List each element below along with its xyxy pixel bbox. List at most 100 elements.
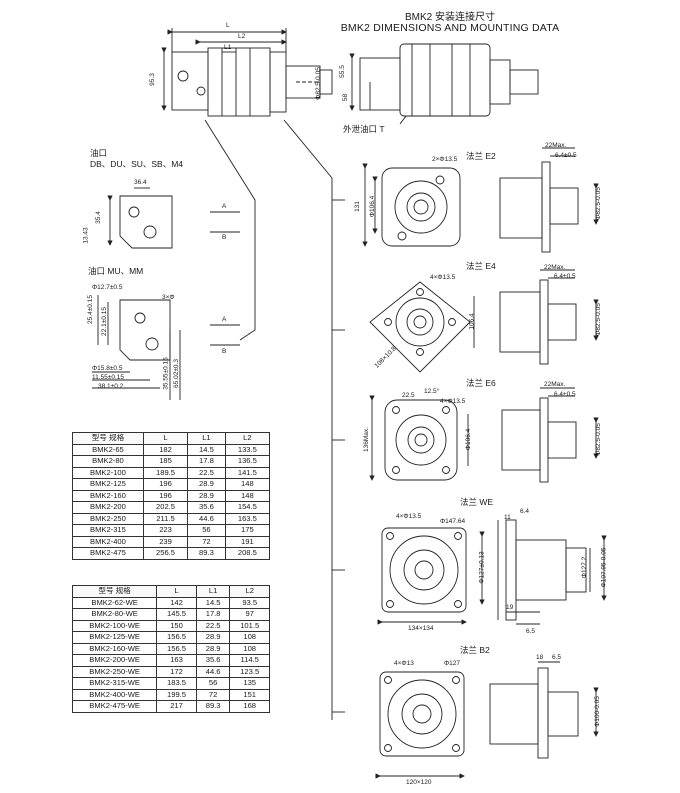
ports-2-mark: 3×Φ <box>162 294 175 301</box>
flange-e4-dim-2: 6.4±0.5 <box>554 273 576 280</box>
flange-we-holes: 4×Φ13.5 <box>396 513 422 520</box>
flange-we-dim-7: 6.5 <box>526 628 536 635</box>
table-cell: 89.3 <box>195 700 231 713</box>
table-cell: 22.5 <box>195 619 231 632</box>
table-cell: BMK2-315-WE <box>71 677 158 690</box>
page-title-cn: BMK2 安装连接尺寸 <box>404 12 495 23</box>
flange-we-dim-2: Φ127±0.13 <box>478 551 486 584</box>
table-cell: BMK2-400-WE <box>71 688 158 701</box>
flange-e2-side <box>499 147 599 253</box>
table-cell: 199.5 <box>156 688 197 701</box>
table-cell: 135 <box>229 677 270 690</box>
table-cell: BMK2-400 <box>72 535 144 548</box>
flange-e2-dim-2: 6.4±0.5 <box>555 152 577 159</box>
page-title-en: BMK2 DIMENSIONS AND MOUNTING DATA <box>340 22 560 34</box>
ports-2-dim-6: 38.1±0.2 <box>98 383 124 390</box>
flange-b2-dim-5: 120×120 <box>406 779 432 786</box>
ports-1-port-b: B <box>222 234 227 241</box>
table1-header-3: L2 <box>224 432 271 445</box>
table-cell: 22.5 <box>187 466 226 479</box>
ports-2-dim-4: Φ15.8±0.5 <box>92 365 123 372</box>
table-cell: 56 <box>187 524 226 537</box>
table-cell: BMK2-315 <box>72 524 144 537</box>
table-cell: 211.5 <box>142 512 189 525</box>
table-cell: BMK2-125 <box>72 478 144 491</box>
table-cell: 141.5 <box>224 466 271 479</box>
table-cell: BMK2-200-WE <box>71 654 158 667</box>
table-cell: 44.6 <box>187 512 226 525</box>
table-cell: BMK2-100-WE <box>71 619 158 632</box>
table-cell: 72 <box>195 688 231 701</box>
dim-L1: L1 <box>224 44 232 51</box>
table-cell: 35.6 <box>187 501 226 514</box>
table-cell: 17.8 <box>195 608 231 621</box>
flange-e6-dim-7: Φ106.4 <box>465 428 473 451</box>
table-cell: 89.3 <box>187 547 226 560</box>
table-cell: 56 <box>195 677 231 690</box>
table-cell: 136.5 <box>224 455 271 468</box>
table-cell: 17.8 <box>187 455 226 468</box>
ports-1-port-a: A <box>222 203 227 210</box>
ports-1-types: DB、DU、SU、SB、M4 <box>90 159 184 169</box>
ports-1-dim-c: 13.43 <box>82 227 90 244</box>
flange-we-front <box>377 527 485 625</box>
flange-e6-dim-2: 6.4±0.5 <box>554 391 576 398</box>
table-cell: 154.5 <box>224 501 271 514</box>
flange-e2-dim-3: Φ82.5-0.05 <box>594 187 602 220</box>
flange-we-dim-6: 6.4 <box>520 508 530 515</box>
flange-we-dim-1: Φ147.64 <box>440 518 466 525</box>
flange-we-side <box>497 519 607 625</box>
flange-e2-front <box>362 163 461 247</box>
table-cell: BMK2-80-WE <box>71 608 158 621</box>
table2-header-0: 型号 规格 <box>71 585 158 598</box>
flange-b2-side <box>489 661 599 759</box>
flange-e4-side <box>499 269 599 365</box>
table-cell: 175 <box>224 524 271 537</box>
flange-e2-dim-5: Φ106.4 <box>369 195 377 218</box>
table-cell: 14.5 <box>187 443 226 456</box>
table-cell: 28.9 <box>187 478 226 491</box>
flange-b2-dim-4: Φ100-0.05 <box>593 696 601 727</box>
ports-2-title: 油口 MU、MM <box>88 266 144 276</box>
flange-e4-holes: 4×Φ13.5 <box>430 274 456 281</box>
table-cell: 185 <box>142 455 189 468</box>
table-cell: 108 <box>229 631 270 644</box>
port-detail-1 <box>107 187 173 249</box>
flange-e6-front <box>369 395 469 481</box>
motor-front-view <box>349 43 539 125</box>
table-cell: 151 <box>229 688 270 701</box>
dim-L: L <box>226 22 230 29</box>
table1-header-2: L1 <box>187 432 226 445</box>
table1-header-1: L <box>142 432 189 445</box>
table-cell: 182 <box>142 443 189 456</box>
ports-2-dim-3: 22.1±0.15 <box>100 307 108 336</box>
table-cell: 156.5 <box>156 631 197 644</box>
flange-e2-label: 法兰 E2 <box>466 151 496 161</box>
table-cell: 163 <box>156 654 197 667</box>
table-cell: BMK2-100 <box>72 466 144 479</box>
flange-e6-dim-4: 22.5 <box>402 392 415 399</box>
dim-L2: L2 <box>238 33 246 40</box>
table-cell: 202.5 <box>142 501 189 514</box>
table-cell: BMK2-125-WE <box>71 631 158 644</box>
flange-we-dim-8: 19 <box>506 604 514 611</box>
flange-we-dim-3: Φ127.2 <box>581 556 589 579</box>
flange-e6-label: 法兰 E6 <box>466 378 496 388</box>
flange-e4-label: 法兰 E4 <box>466 261 496 271</box>
table-cell: 217 <box>156 700 197 713</box>
table-cell: 133.5 <box>224 443 271 456</box>
table-cell: BMK2-160 <box>72 489 144 502</box>
ports-1-dim-b: 35.4 <box>94 211 102 224</box>
table-cell: 150 <box>156 619 197 632</box>
table-cell: BMK2-475 <box>72 547 144 560</box>
ports-1-title: 油口 <box>90 148 108 158</box>
table-cell: BMK2-250-WE <box>71 665 158 678</box>
flange-b2-dim-2: 18 <box>536 654 544 661</box>
